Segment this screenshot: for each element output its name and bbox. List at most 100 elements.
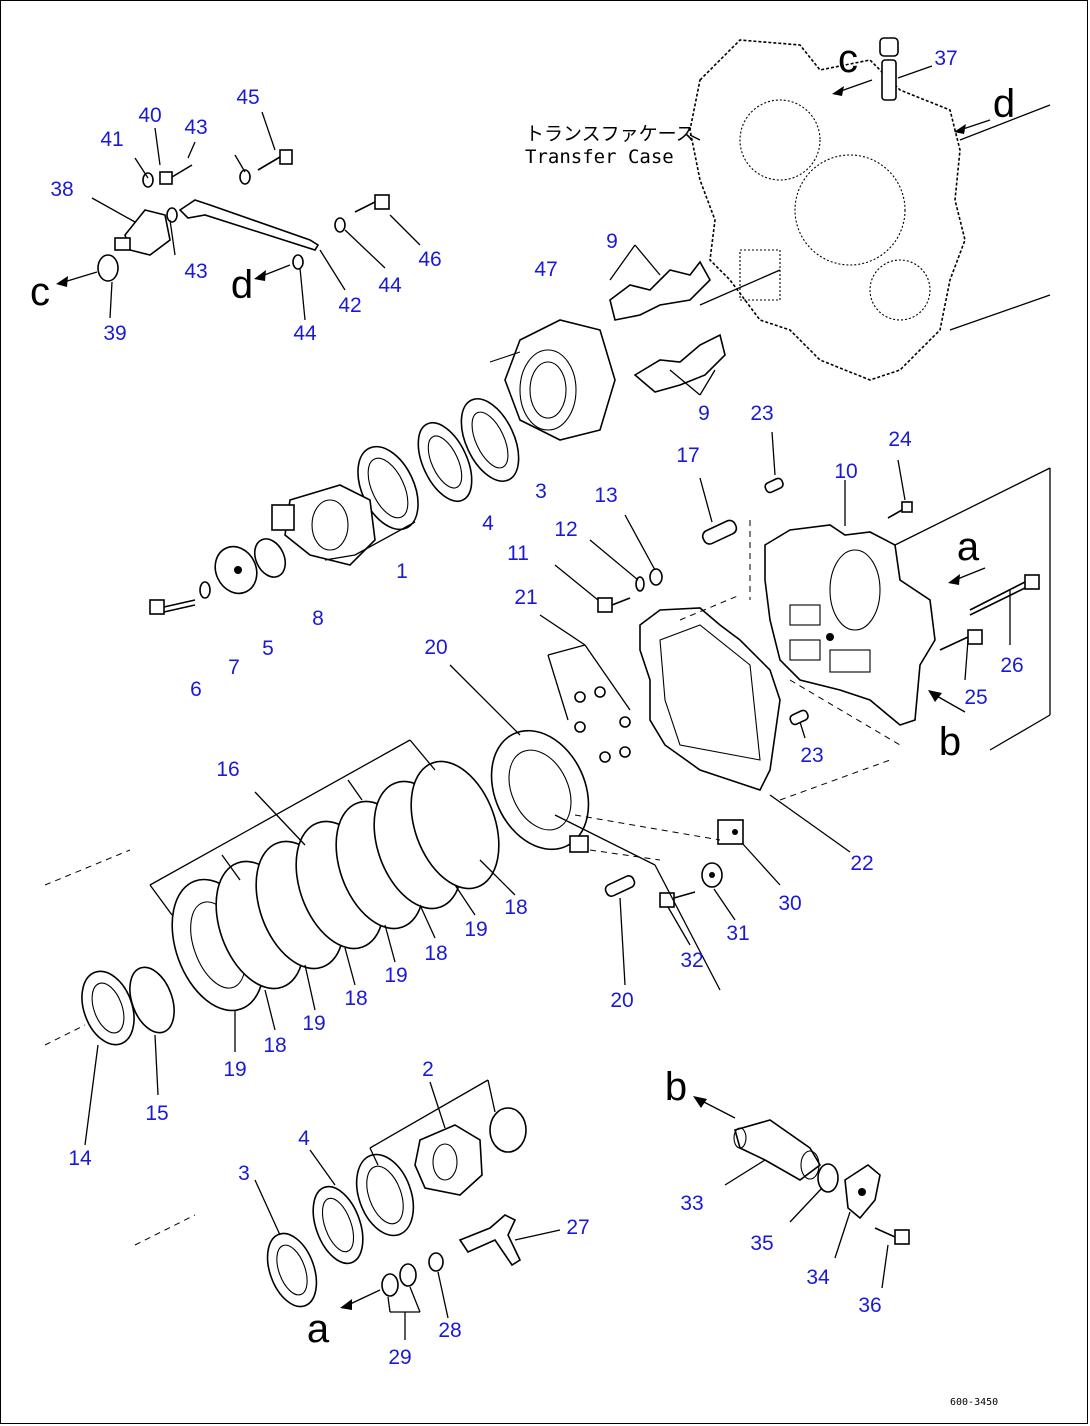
- part-46-bolt: [354, 194, 390, 213]
- ref-letter-d-linkage: d: [231, 263, 253, 307]
- part-33-shaft: [733, 1119, 822, 1181]
- label-4-lower: 4: [298, 1127, 310, 1150]
- ref-letter-a-lower: a: [307, 1307, 330, 1351]
- label-45: 45: [236, 86, 259, 109]
- part-9-forks-upper: [609, 260, 711, 321]
- part-23-pin-lower: [789, 709, 809, 726]
- part-39-seal: [97, 254, 119, 282]
- label-18-b: 18: [424, 942, 447, 965]
- part-8-oring: [253, 538, 287, 578]
- label-44-a: 44: [378, 274, 402, 297]
- label-3-upper: 3: [535, 480, 547, 503]
- label-35: 35: [750, 1232, 773, 1255]
- label-20-lower: 20: [610, 989, 633, 1012]
- label-17: 17: [676, 444, 699, 467]
- label-34: 34: [806, 1266, 830, 1289]
- part-1-gear-hub: [271, 484, 376, 566]
- label-27: 27: [566, 1216, 589, 1239]
- part-23-pin-upper: [764, 477, 784, 494]
- part-38-housing: [114, 209, 171, 256]
- label-37: 37: [934, 47, 957, 70]
- part-9-forks-lower: [633, 333, 726, 393]
- drawing-code: 600-3450: [950, 1397, 998, 1408]
- label-46: 46: [418, 248, 441, 271]
- arrow-d-linkage: [254, 264, 291, 281]
- part-17-pin: [701, 519, 738, 545]
- label-19-b: 19: [384, 964, 407, 987]
- label-7: 7: [228, 656, 240, 679]
- part-44-washer-a: [334, 217, 346, 233]
- ref-letter-b-shaft: b: [665, 1065, 687, 1109]
- label-18-d: 18: [263, 1034, 286, 1057]
- part-7-washer: [199, 581, 211, 599]
- transfer-case-label-jp: トランスファケース: [525, 123, 695, 145]
- label-22: 22: [850, 852, 873, 875]
- label-31: 31: [726, 922, 749, 945]
- label-39: 39: [103, 322, 126, 345]
- part-1-gear-ring: [357, 445, 419, 531]
- part-29-bushing-a: [381, 1273, 399, 1297]
- part-3-bearing-upper: [460, 398, 520, 482]
- label-33: 33: [680, 1192, 703, 1215]
- label-30: 30: [778, 892, 801, 915]
- label-41: 41: [100, 128, 123, 151]
- label-44-b: 44: [293, 322, 317, 345]
- label-15: 15: [145, 1102, 168, 1125]
- label-19-d: 19: [223, 1058, 246, 1081]
- label-3-lower: 3: [238, 1162, 250, 1185]
- part-30-block: [717, 819, 744, 845]
- label-8: 8: [312, 607, 324, 630]
- label-6: 6: [190, 678, 202, 701]
- label-9-lower: 9: [698, 402, 710, 425]
- label-19-c: 19: [302, 1012, 325, 1035]
- part-2-cap: [489, 1107, 527, 1153]
- part-28-nut: [428, 1252, 444, 1272]
- part-19-disc-d: [410, 760, 500, 890]
- ref-letter-b-cover: b: [939, 720, 961, 764]
- label-4-upper: 4: [482, 512, 494, 535]
- part-43-washer-a: [239, 169, 251, 185]
- label-43-b: 43: [184, 260, 207, 283]
- part-45-bolt: [257, 149, 293, 171]
- label-9-upper: 9: [606, 230, 618, 253]
- label-38: 38: [50, 178, 73, 201]
- label-43-a: 43: [184, 116, 207, 139]
- label-47: 47: [534, 258, 557, 281]
- part-13-nut: [649, 568, 663, 586]
- part-37-plug: [879, 37, 899, 101]
- part-41-washer: [142, 172, 154, 188]
- label-32: 32: [680, 949, 703, 972]
- arrow-c-case: [832, 79, 873, 96]
- part-11-bolt: [597, 597, 631, 613]
- part-21-balls: [574, 686, 631, 763]
- arrow-d-case: [954, 119, 991, 134]
- label-29: 29: [388, 1346, 411, 1369]
- label-36: 36: [858, 1294, 881, 1317]
- label-28: 28: [438, 1319, 461, 1342]
- arrow-a-cover: [948, 567, 986, 585]
- label-5: 5: [262, 637, 274, 660]
- part-26-long-bolt: [969, 574, 1040, 616]
- part-44-washer-b: [292, 254, 304, 270]
- label-1: 1: [396, 560, 408, 583]
- part-40-bolt: [159, 164, 193, 185]
- part-20-pin: [604, 875, 636, 897]
- label-23-upper: 23: [750, 402, 773, 425]
- label-13: 13: [594, 484, 617, 507]
- part-6-bolt: [149, 599, 196, 615]
- ref-letter-a-cover: a: [957, 525, 980, 569]
- label-11: 11: [507, 542, 529, 565]
- part-4-bearing-upper: [417, 422, 473, 502]
- part-2-gear-ring: [355, 1153, 415, 1237]
- ref-letter-d-case: d: [993, 82, 1015, 126]
- label-10: 10: [834, 460, 857, 483]
- part-42-rod: [178, 199, 320, 251]
- part-25-bolt: [939, 629, 983, 651]
- label-40: 40: [138, 104, 161, 127]
- part-22-gasket: [639, 607, 781, 791]
- label-24: 24: [888, 428, 912, 451]
- part-35-oring: [817, 1163, 839, 1193]
- label-16: 16: [216, 758, 239, 781]
- part-4-bearing-lower: [312, 1185, 364, 1265]
